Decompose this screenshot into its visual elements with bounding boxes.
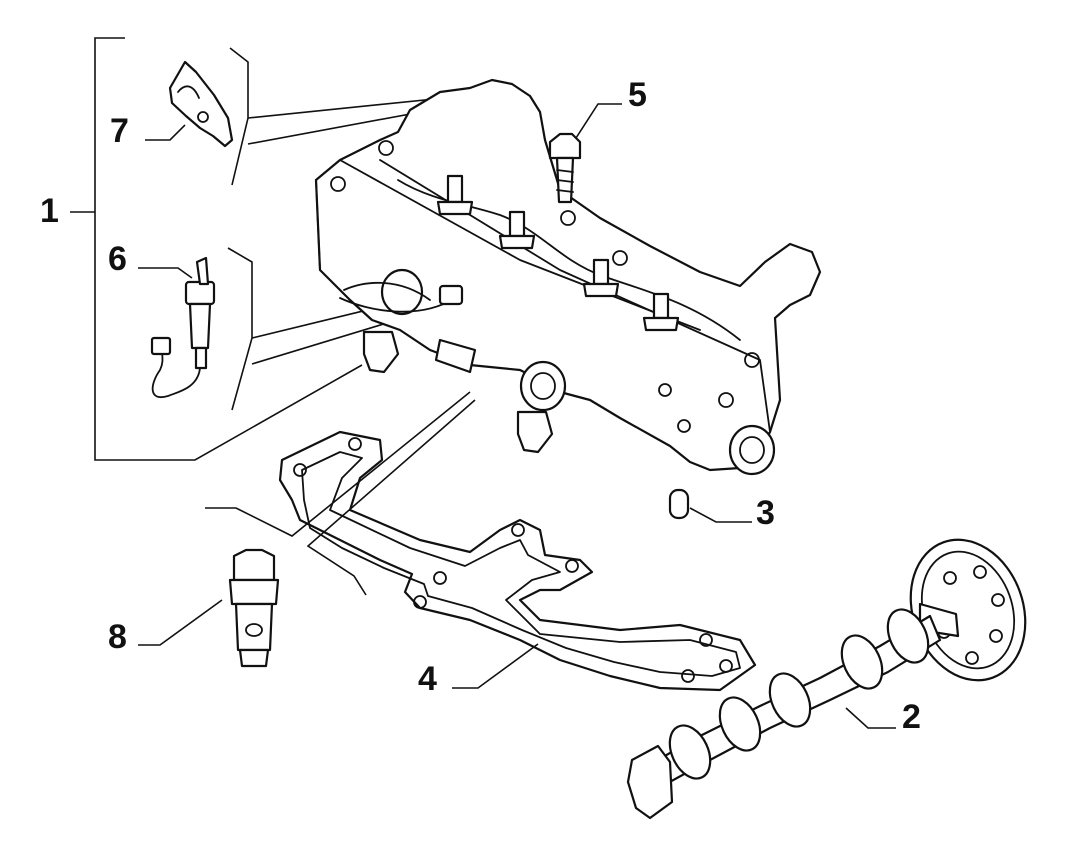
assembly-bracket [70, 37, 363, 461]
callout-3: 3 [756, 494, 775, 532]
camshaft-part-2[interactable] [626, 524, 1044, 820]
valve-leader [205, 391, 476, 596]
callout-7: 7 [110, 112, 129, 150]
callout-4: 4 [418, 660, 437, 698]
sensor-harness-part-6[interactable] [138, 256, 216, 399]
bolt-part-5[interactable] [548, 103, 622, 204]
callout-8: 8 [108, 618, 127, 656]
callout-2: 2 [902, 698, 921, 736]
dowel-pin-part-3[interactable] [668, 488, 752, 523]
gasket-part-4[interactable] [278, 430, 757, 692]
rocker-arm-part-7[interactable] [168, 60, 234, 148]
oil-valve-part-8[interactable] [138, 548, 280, 668]
callout-5: 5 [628, 76, 647, 114]
callout-1: 1 [40, 192, 59, 230]
callout-6: 6 [108, 240, 127, 278]
rocker-carrier-housing[interactable] [314, 78, 822, 476]
